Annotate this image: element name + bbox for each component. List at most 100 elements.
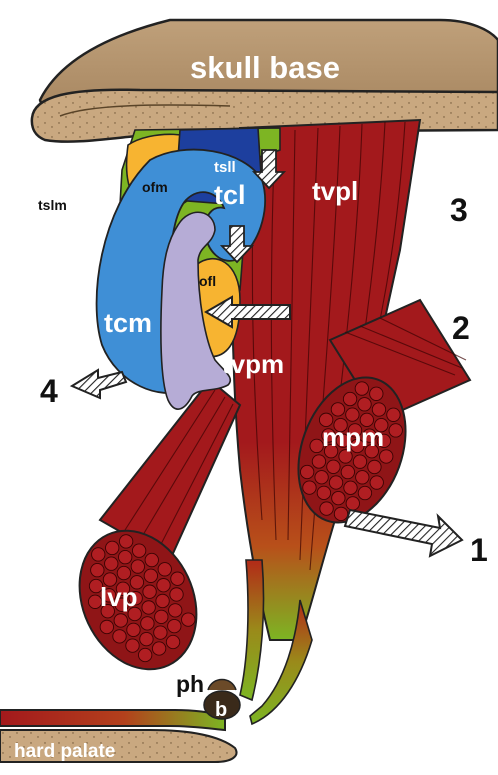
arrow-3b: [219, 225, 255, 264]
fibre-bundle: [170, 571, 185, 586]
label-ofm: ofm: [142, 179, 168, 195]
fibre-bundle: [140, 616, 155, 631]
fibre-bundle: [362, 428, 377, 443]
fibre-bundle: [126, 622, 141, 637]
mpm-fibre-bundles: [300, 381, 403, 521]
tvp-tendon-lateral: [249, 599, 313, 726]
fibre-bundle: [359, 412, 374, 428]
fibre-bundle: [345, 407, 360, 422]
fibre-bundle: [101, 588, 117, 603]
marker-3: 3: [450, 192, 468, 228]
fibre-bundle: [99, 619, 114, 635]
fibre-bundle: [331, 490, 346, 506]
label-mpm: mpm: [322, 422, 384, 452]
label-ph: ph: [176, 671, 204, 697]
hard-palate: [0, 709, 238, 763]
fibre-bundle: [326, 459, 341, 474]
fibre-bundle: [118, 534, 134, 549]
fibre-bundle: [104, 556, 119, 571]
fibre-bundle: [388, 423, 403, 438]
fibre-bundle: [330, 402, 346, 417]
fibre-bundle: [88, 578, 104, 594]
fibre-bundle: [338, 449, 353, 464]
fibre-bundle: [129, 575, 145, 590]
label-tcl: tcl: [214, 180, 246, 210]
fibre-bundle: [333, 506, 349, 521]
fibre-bundle: [128, 591, 143, 606]
fibre-bundle: [87, 594, 103, 609]
fibre-bundle: [153, 625, 168, 640]
label-tvpl: tvpl: [312, 176, 358, 206]
fibre-bundle: [371, 402, 387, 417]
label-tcm: tcm: [104, 308, 152, 338]
fibre-bundle: [167, 618, 182, 634]
label-tsll: tsll: [214, 159, 236, 176]
fibre-bundle: [321, 428, 336, 443]
fibre-bundle: [314, 470, 329, 485]
fibre-bundle: [100, 604, 115, 619]
fibre-bundle: [112, 629, 127, 644]
fibre-bundle: [386, 407, 401, 422]
fibre-bundle: [91, 547, 106, 562]
fibre-bundle: [374, 417, 389, 433]
tcm-tcl-cartilage: [95, 148, 266, 394]
fibre-bundle: [369, 386, 384, 401]
label-tslm: tslm: [38, 197, 67, 213]
label-tvpm: tvpm: [222, 349, 284, 379]
fibre-bundle: [118, 549, 133, 565]
fibre-bundle: [157, 562, 172, 577]
arrow-2: [203, 295, 291, 329]
label-lvp: lvp: [100, 582, 138, 612]
fibre-bundle: [154, 609, 169, 625]
fibre-bundle: [90, 562, 105, 578]
lvp-fibre-bundles: [87, 534, 196, 663]
fibre-bundle: [143, 568, 159, 583]
fibre-bundle: [318, 412, 334, 427]
fibre-bundle: [102, 572, 118, 587]
fibre-bundle: [333, 417, 348, 433]
fibre-bundle: [379, 449, 394, 464]
marker-1: 1: [470, 532, 488, 568]
fibre-bundle: [142, 584, 157, 599]
fibre-bundle: [350, 438, 365, 454]
fibre-bundle: [335, 433, 351, 448]
fibre-bundle: [316, 485, 332, 500]
arrow-1: [343, 508, 464, 558]
label-ofl: ofl: [199, 273, 216, 289]
fibre-bundle: [343, 480, 358, 495]
arrow-3a: [251, 149, 287, 190]
fibre-bundle: [300, 464, 315, 480]
fibre-bundle: [105, 540, 120, 556]
hamulus: [203, 678, 241, 720]
lvp-muscle: [78, 378, 242, 671]
fibre-bundle: [168, 603, 183, 618]
fibre-bundle: [139, 631, 154, 647]
fibre-bundle: [309, 438, 324, 454]
fibre-bundle: [156, 578, 171, 593]
fibre-bundle: [113, 613, 128, 628]
fibre-bundle: [369, 475, 384, 490]
fibre-bundle: [125, 638, 140, 653]
fibre-bundle: [141, 600, 156, 615]
fibre-bundle: [144, 552, 159, 568]
fibre-bundle: [130, 559, 146, 574]
fibre-bundle: [181, 612, 196, 627]
marker-4: 4: [40, 373, 58, 409]
label-skull-base: skull base: [190, 50, 340, 85]
fibre-bundle: [328, 475, 344, 490]
label-b: b: [215, 699, 227, 721]
fibre-bundle: [311, 454, 327, 469]
label-hard-palate: hard palate: [14, 741, 115, 762]
fibre-bundle: [354, 381, 370, 396]
fibre-bundle: [155, 593, 170, 609]
fibre-bundle: [352, 454, 368, 469]
mpm-muscle: [297, 298, 472, 524]
fibre-bundle: [319, 501, 334, 516]
fibre-bundle: [340, 464, 355, 480]
fibre-bundle: [116, 565, 132, 581]
fibre-bundle: [342, 391, 358, 407]
arrow-4: [69, 368, 128, 400]
fibre-bundle: [345, 496, 360, 511]
